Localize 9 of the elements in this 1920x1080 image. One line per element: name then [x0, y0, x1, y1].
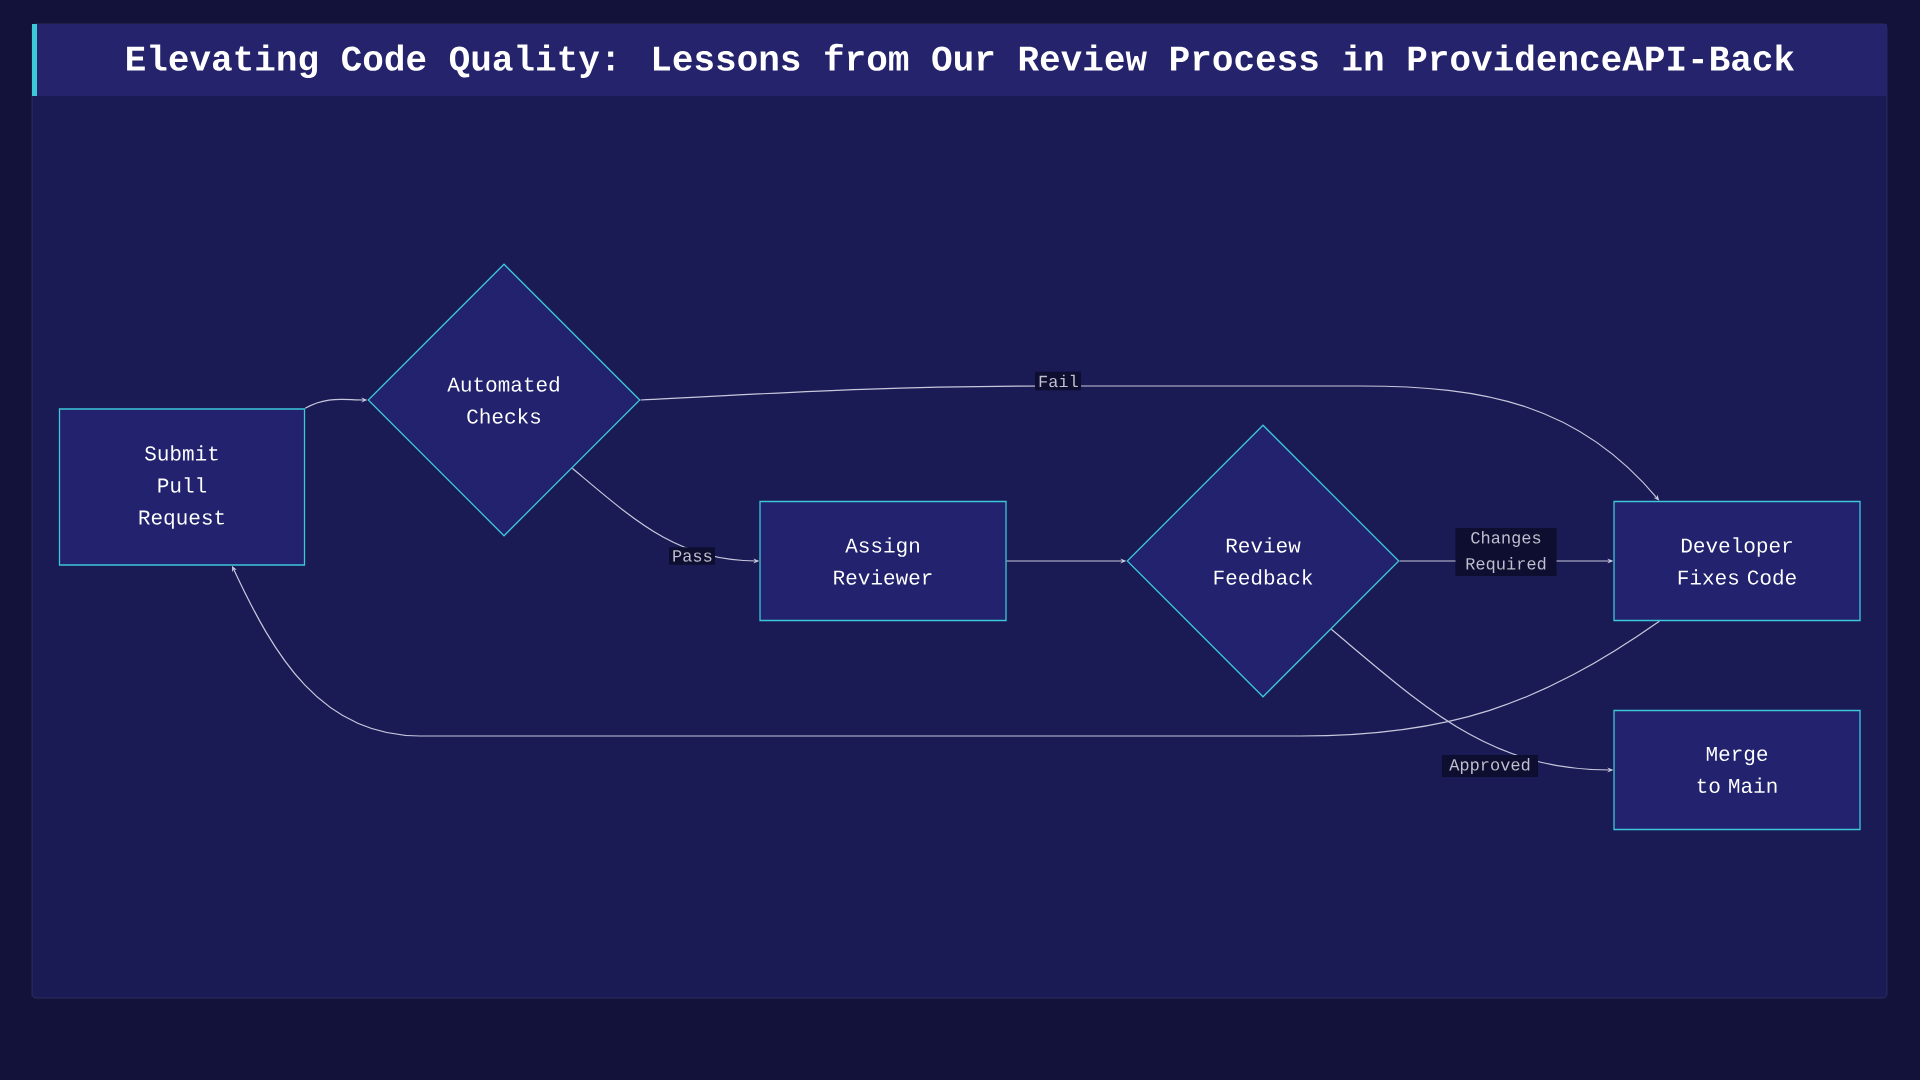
- arrow: [640, 385, 1660, 501]
- process-box: Developer Fixes Code: [1613, 500, 1861, 622]
- process-box: Assign Reviewer: [759, 500, 1007, 622]
- process-box: Merge to Main: [1613, 709, 1861, 831]
- process-box: Submit Pull Request: [58, 408, 306, 566]
- edge-label: Approved: [1442, 755, 1538, 777]
- title-bar: Elevating Code Quality: Lessons from Our Review Process in ProvidenceAPI-Back: [32, 24, 1887, 96]
- edge-label: Pass: [669, 547, 715, 565]
- edge-label: Changes Required: [1455, 528, 1557, 576]
